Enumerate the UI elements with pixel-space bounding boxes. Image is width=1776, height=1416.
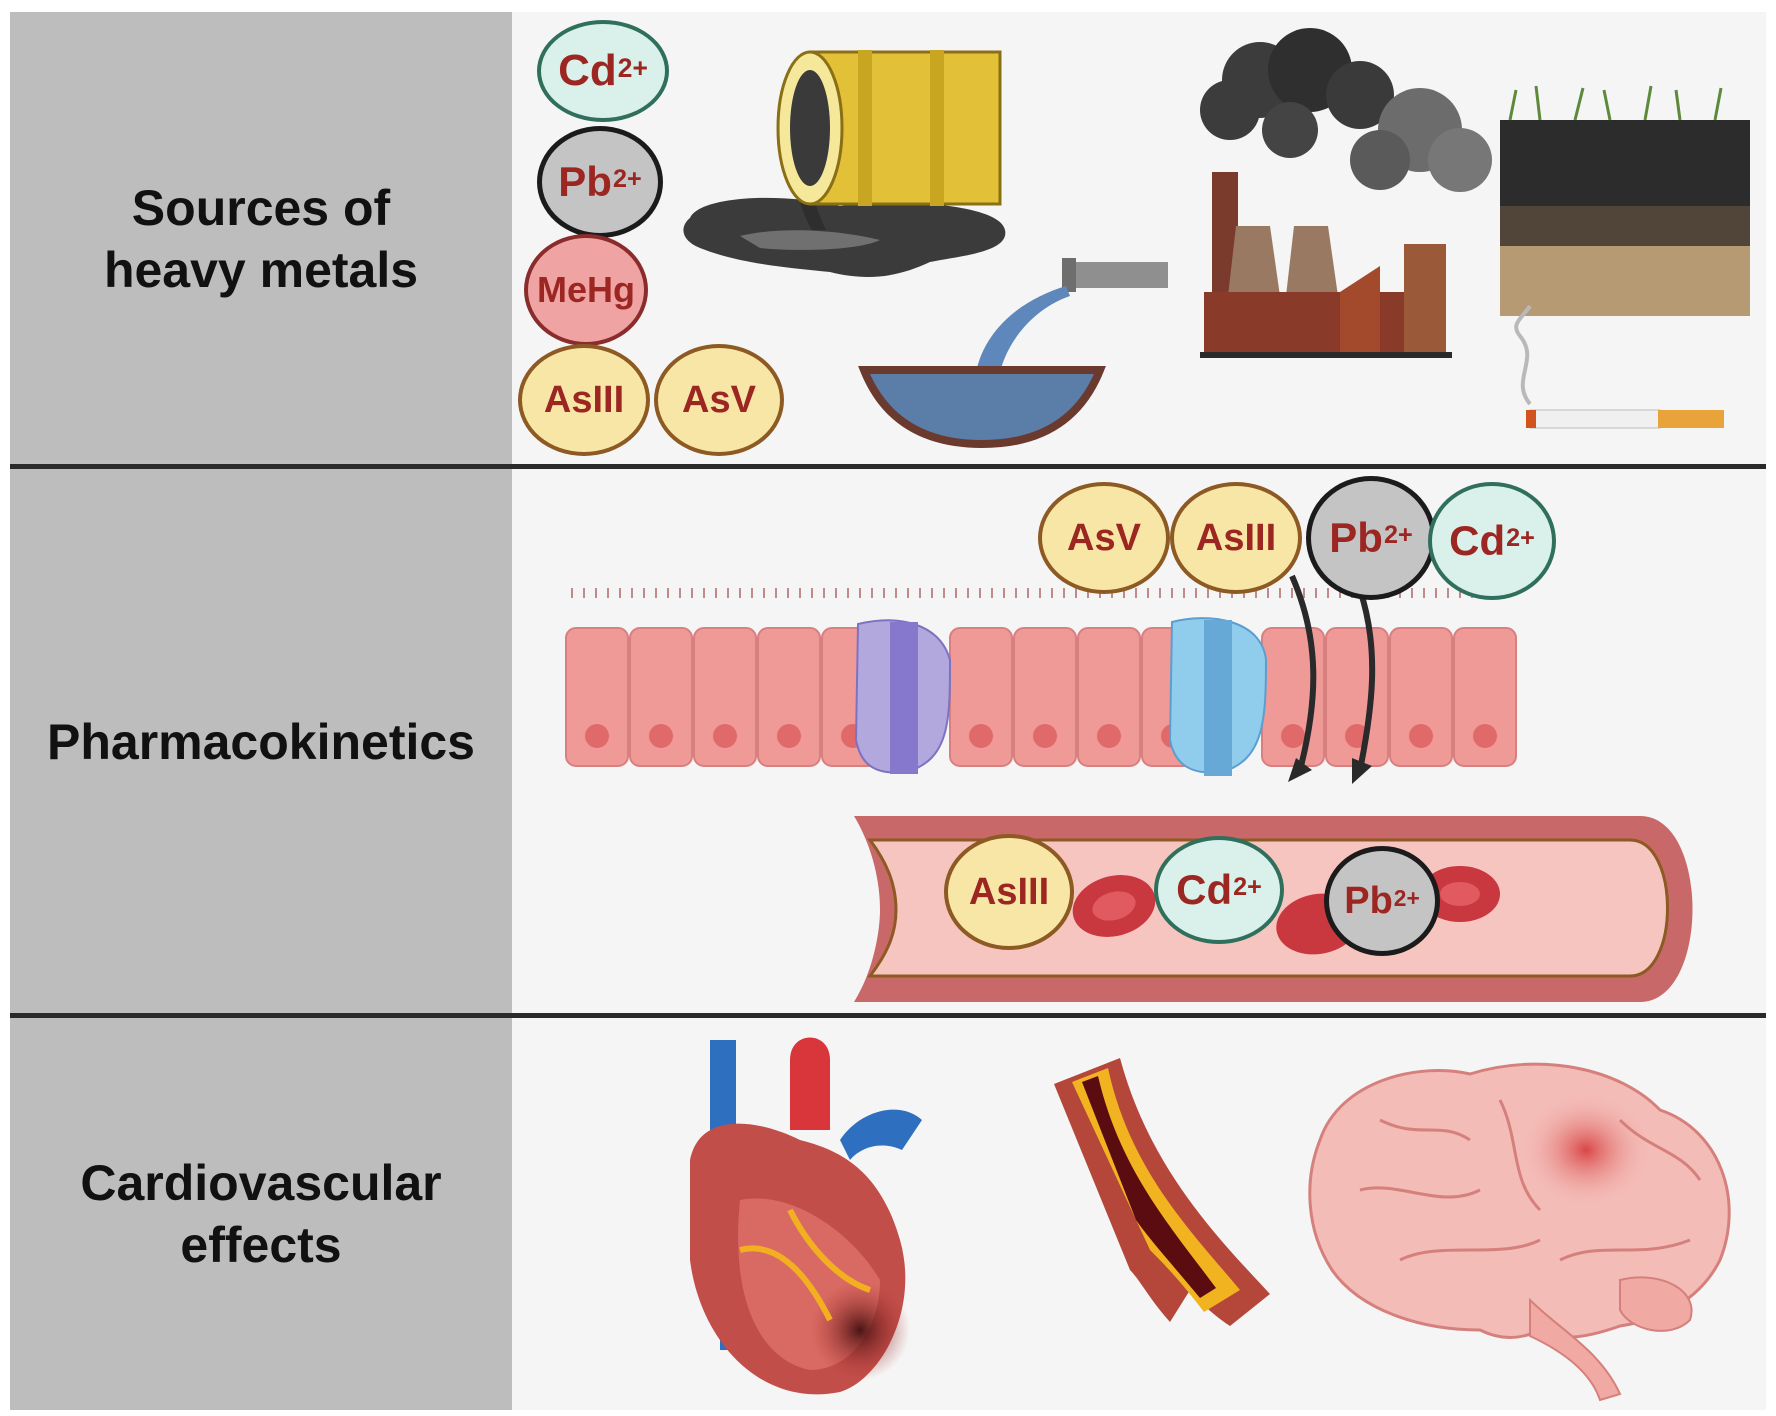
ion-symbol: Cd xyxy=(1449,517,1506,564)
brain-icon xyxy=(1308,1062,1731,1402)
soil-layers-icon xyxy=(1500,85,1750,316)
row-label-pharmacokinetics: Pharmacokinetics xyxy=(10,470,512,1014)
ion-asiii-lumen: AsIII xyxy=(1170,482,1302,594)
sources-label-line2: heavy metals xyxy=(103,242,419,298)
ion-asiii-sources: AsIII xyxy=(518,344,650,456)
ion-charge: 2+ xyxy=(1383,520,1413,549)
ion-symbol: Pb xyxy=(558,158,612,205)
label-column xyxy=(10,12,512,1410)
oil-barrel-spill-icon xyxy=(683,50,1006,277)
ion-symbol: Cd xyxy=(558,46,617,95)
row-divider-2 xyxy=(10,1013,1766,1018)
transporter-purple xyxy=(854,619,952,774)
atherosclerotic-artery-icon xyxy=(1054,1058,1270,1326)
ion-symbol: AsV xyxy=(1067,516,1141,559)
sewage-pipe-icon xyxy=(858,258,1168,449)
cardiovascular-label-line2: effects xyxy=(180,1217,342,1273)
ion-symbol: MeHg xyxy=(537,269,635,310)
ion-symbol: AsIII xyxy=(968,870,1050,913)
ion-symbol: Pb xyxy=(1329,514,1383,561)
ion-charge: 2+ xyxy=(1233,872,1262,901)
pharmacokinetics-label: Pharmacokinetics xyxy=(47,714,475,770)
ion-mehg-sources: MeHg xyxy=(524,234,648,346)
ion-symbol: AsIII xyxy=(1195,516,1277,559)
ion-charge: 2+ xyxy=(1506,523,1535,552)
sources-label-line1: Sources of xyxy=(131,180,391,236)
ion-symbol: AsIII xyxy=(543,378,625,421)
cardiovascular-label-line1: Cardiovascular xyxy=(80,1155,442,1211)
factory-smoke-icon xyxy=(1200,28,1492,358)
ion-charge: 2+ xyxy=(617,52,648,83)
heart-icon xyxy=(690,1037,922,1395)
ion-symbol: Cd xyxy=(1176,866,1233,913)
ion-charge: 2+ xyxy=(612,164,642,193)
ion-asv-sources: AsV xyxy=(654,344,784,456)
ion-asiii-blood: AsIII xyxy=(944,834,1074,950)
row-label-cardiovascular: Cardiovascular effects xyxy=(10,1018,512,1410)
transporter-blue xyxy=(1168,617,1268,776)
row-divider-1 xyxy=(10,464,1766,469)
ion-charge: 2+ xyxy=(1393,885,1420,912)
cigarette-icon xyxy=(1514,304,1724,429)
ion-asv-lumen: AsV xyxy=(1038,482,1170,594)
red-blood-cell-icon xyxy=(1072,866,1500,955)
ion-symbol: AsV xyxy=(682,378,756,421)
ion-symbol: Pb xyxy=(1344,879,1393,922)
row-label-sources: Sources of heavy metals xyxy=(10,12,512,466)
intestinal-epithelium-icon xyxy=(565,574,1517,784)
